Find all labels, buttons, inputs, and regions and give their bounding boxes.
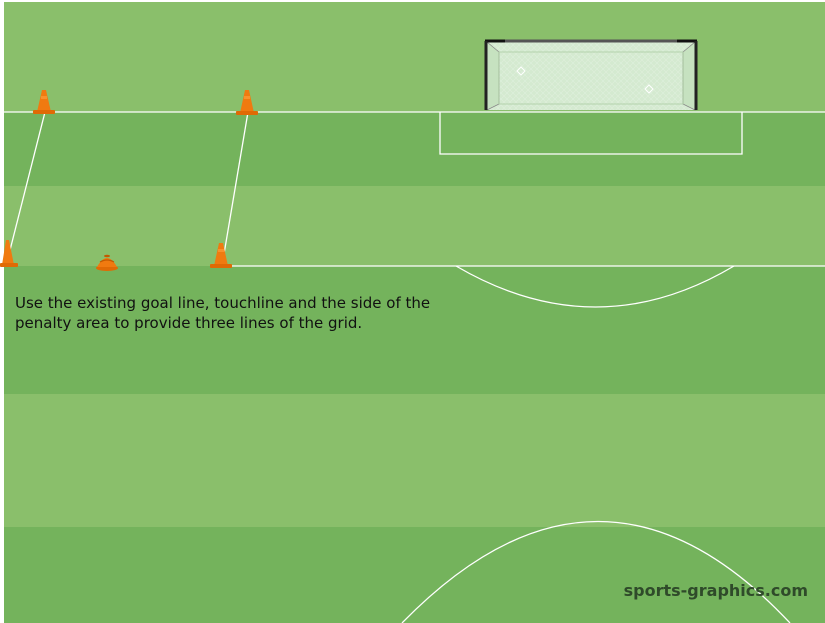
grass-stripe bbox=[4, 186, 825, 266]
watermark: sports-graphics.com bbox=[624, 581, 808, 600]
goal-net-side bbox=[683, 42, 695, 110]
goal-net-side bbox=[487, 42, 499, 110]
grass-stripe bbox=[4, 394, 825, 527]
grass-stripe bbox=[4, 2, 825, 112]
goal bbox=[485, 41, 697, 110]
grass-stripe bbox=[4, 112, 825, 186]
grass-stripe bbox=[4, 527, 825, 623]
instruction-caption: Use the existing goal line, touchline an… bbox=[15, 293, 465, 333]
